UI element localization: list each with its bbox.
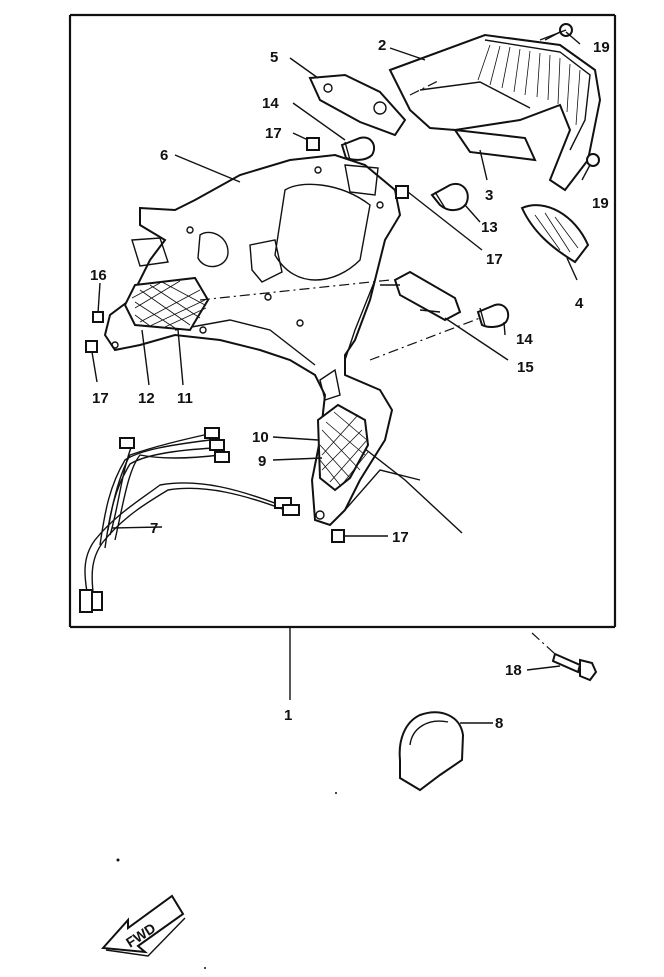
callout-1: 1 <box>284 707 292 724</box>
forward-arrow-icon: FWD <box>100 894 186 957</box>
nut-16 <box>92 311 104 323</box>
specks <box>116 792 337 969</box>
nut-17-bottom <box>331 529 345 543</box>
callout-7: 7 <box>150 520 158 537</box>
license-light-bracket <box>380 270 462 322</box>
bulb-14-upper <box>340 136 376 161</box>
bolt-18 <box>531 632 598 682</box>
callout-12: 12 <box>138 390 155 407</box>
taillight-housing <box>388 33 602 192</box>
callout-11: 11 <box>177 390 193 407</box>
wire-harness <box>79 427 300 613</box>
callout-9: 9 <box>258 453 266 470</box>
clip-8 <box>398 711 465 792</box>
callout-17-left: 17 <box>92 390 109 407</box>
leader-lines <box>91 29 581 724</box>
screw-19-right <box>581 153 600 181</box>
callout-8: 8 <box>495 715 503 732</box>
nut-17-left <box>85 340 98 353</box>
rear-reflector <box>316 403 370 492</box>
callout-4: 4 <box>575 295 584 312</box>
nut-17-right <box>395 185 409 199</box>
callout-3: 3 <box>485 187 493 204</box>
callout-15: 15 <box>517 359 534 376</box>
callout-18: 18 <box>505 662 522 679</box>
callouts: 1 2 3 4 5 6 7 8 9 10 11 12 13 14 14 15 1… <box>90 37 610 732</box>
callout-17-right: 17 <box>486 251 503 268</box>
side-reflector <box>123 276 210 332</box>
rear-fender-panel <box>103 153 463 534</box>
callout-14-lower: 14 <box>516 331 533 348</box>
lens-plate <box>452 128 537 162</box>
callout-2: 2 <box>378 37 386 54</box>
bulb-14-lower <box>476 303 510 328</box>
bulb-13 <box>430 182 469 212</box>
callout-16: 16 <box>90 267 107 284</box>
assembly-lines <box>199 79 481 361</box>
assembly-frame <box>68 13 617 700</box>
callout-6: 6 <box>160 147 168 164</box>
callout-19-right: 19 <box>592 195 609 212</box>
callout-13: 13 <box>481 219 498 236</box>
callout-5: 5 <box>270 49 278 66</box>
callout-14-upper: 14 <box>262 95 279 112</box>
callout-19-top: 19 <box>593 39 610 56</box>
reflector <box>520 204 590 264</box>
callout-17-bottom: 17 <box>392 529 409 546</box>
bracket <box>308 73 407 137</box>
callout-10: 10 <box>252 429 269 446</box>
callout-17-top: 17 <box>265 125 282 142</box>
screw-19-top <box>544 23 573 41</box>
nut-17-top <box>306 137 320 151</box>
